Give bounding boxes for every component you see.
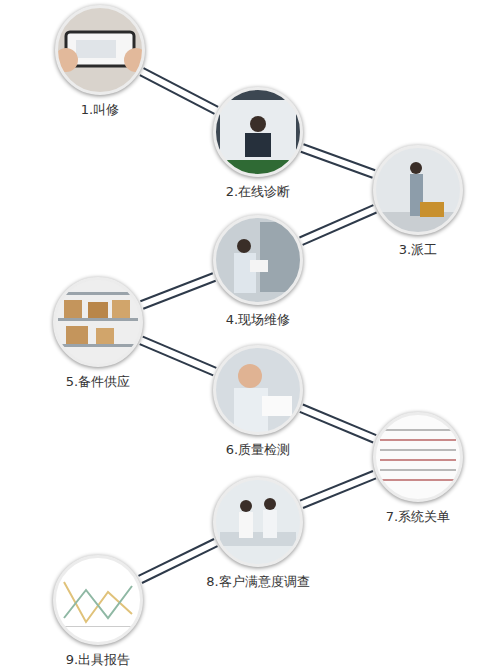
connector-line — [301, 152, 373, 178]
step-node: 5.备件供应 — [33, 274, 163, 391]
connector-line — [143, 281, 215, 309]
step-photo — [210, 212, 306, 308]
connector-line — [142, 546, 218, 583]
photo-detail — [380, 439, 456, 441]
photo-detail — [420, 202, 444, 217]
photo-detail — [238, 364, 262, 388]
photo-detail — [240, 500, 252, 512]
photo-ring — [55, 557, 142, 644]
step-label: 9.出具报告 — [33, 651, 163, 669]
connector-line — [144, 68, 219, 107]
step-photo — [50, 552, 146, 648]
photo-detail — [220, 100, 296, 160]
photo-detail — [410, 162, 422, 174]
photo-detail — [263, 510, 277, 538]
photo-detail — [112, 300, 130, 318]
step-node: 6.质量检测 — [193, 342, 323, 459]
photo-detail — [380, 429, 456, 431]
step-photo — [50, 274, 146, 370]
photo-detail — [64, 586, 132, 618]
connector-line — [140, 344, 213, 375]
photo-ring — [375, 414, 462, 501]
photo-ring — [375, 147, 462, 234]
step-label: 5.备件供应 — [33, 373, 163, 391]
step-label: 8.客户满意度调查 — [193, 573, 323, 591]
photo-detail — [58, 292, 138, 295]
step-node: 7.系统关单 — [353, 409, 483, 526]
double-connector — [299, 205, 376, 245]
step-label: 7.系统关单 — [353, 508, 483, 526]
double-connector — [301, 144, 375, 177]
connector-line — [303, 213, 377, 245]
photo-detail — [250, 260, 268, 272]
photo-ring — [55, 279, 142, 366]
connector-line — [140, 273, 212, 301]
step-photo — [370, 142, 466, 238]
connector-line — [303, 478, 376, 508]
photo-ring — [215, 479, 302, 566]
photo-detail — [264, 498, 276, 510]
step-label: 1.叫修 — [35, 101, 165, 119]
connector-line — [300, 471, 373, 501]
double-connector — [300, 404, 376, 442]
step-label: 6.质量检测 — [193, 441, 323, 459]
step-node: 1.叫修 — [35, 2, 165, 119]
photo-detail — [250, 116, 266, 132]
photo-detail — [76, 40, 116, 58]
photo-detail — [262, 396, 292, 416]
step-node: 4.现场维修 — [193, 212, 323, 329]
step-node: 2.在线诊断 — [193, 84, 323, 201]
step-node: 9.出具报告 — [33, 552, 163, 669]
photo-ring — [57, 7, 144, 94]
connector-line — [143, 337, 216, 368]
connector-line — [140, 75, 215, 114]
photo-detail — [96, 328, 114, 344]
step-node: 8.客户满意度调查 — [193, 474, 323, 591]
photo-detail — [380, 469, 456, 471]
photo-detail — [380, 479, 456, 481]
step-photo — [210, 84, 306, 180]
step-label: 3.派工 — [353, 241, 483, 259]
photo-detail — [66, 326, 88, 344]
step-photo — [210, 342, 306, 438]
double-connector — [138, 539, 217, 583]
photo-ring — [215, 89, 302, 176]
photo-ring — [215, 217, 302, 304]
photo-detail — [220, 532, 296, 546]
photo-detail — [58, 344, 138, 347]
step-node: 3.派工 — [353, 142, 483, 259]
step-photo — [210, 474, 306, 570]
double-connector — [140, 273, 215, 308]
connector-line — [299, 205, 373, 237]
step-photo — [370, 409, 466, 505]
connector-line — [138, 539, 214, 576]
connector-line — [300, 412, 373, 443]
photo-detail — [234, 253, 256, 293]
photo-detail — [64, 582, 132, 622]
photo-ring — [215, 347, 302, 434]
connector-line — [303, 404, 376, 435]
photo-detail — [245, 133, 271, 157]
photo-detail — [260, 222, 300, 292]
double-connector — [140, 68, 218, 114]
photo-detail — [239, 512, 253, 538]
photo-detail — [380, 449, 456, 451]
step-photo — [52, 2, 148, 98]
step-label: 2.在线诊断 — [193, 183, 323, 201]
photo-detail — [380, 459, 456, 461]
photo-detail — [237, 239, 251, 253]
double-connector — [140, 337, 217, 376]
step-label: 4.现场维修 — [193, 311, 323, 329]
double-connector — [300, 471, 376, 508]
photo-detail — [64, 300, 82, 318]
photo-detail — [62, 626, 134, 627]
photo-detail — [58, 318, 138, 321]
photo-detail — [88, 302, 108, 318]
